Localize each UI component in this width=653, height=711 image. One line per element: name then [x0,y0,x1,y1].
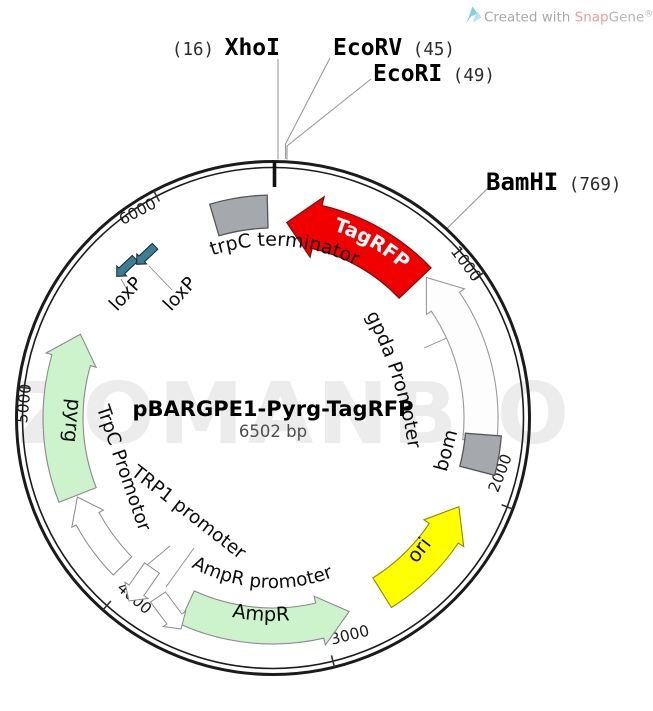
enzyme-label-bamhi: BamHI (769) [486,168,621,196]
tick-5000 [18,386,31,390]
feature-label-pyrg: pyrg [59,398,86,444]
enzyme-label-ecorv: EcoRV (45) [333,35,455,61]
plasmid-name: pBARGPE1-Pyrg-TagRFP [133,397,414,421]
snapgene-credit: Created with SnapGene® [466,6,653,26]
feature-trpc-terminator [208,194,269,237]
tick-label-5000: 5000 [13,383,35,424]
snapgene-icon-shape-1 [466,6,478,23]
tick-3000 [330,655,336,668]
feature-trpc-promotor [71,496,133,576]
feature-label-ampr: AmpR [231,599,290,626]
feature-tagrfp [285,195,432,300]
feature-ampr-promoter [149,591,187,630]
feature-loxp-2 [136,242,159,265]
feature-trp1-promoter [124,562,161,602]
leader-loxp-2 [148,265,173,291]
feature-gpda-promoter [425,276,499,445]
feature-shapes [42,194,502,647]
plasmid-size: 6502 bp [239,422,307,441]
snapgene-credit-text: Created with SnapGene® [484,10,653,26]
tick-1000 [473,271,485,280]
tick-6000 [153,190,161,202]
plasmid-ring-outer [15,160,531,676]
feature-pyrg [42,333,98,504]
feature-bom [459,432,502,477]
enzyme-labels: (16) XhoI EcoRV (45) EcoRI (49) BamHI (7… [172,35,622,196]
feature-label-ampr-promoter: AmpR promoter [189,553,336,593]
enzyme-label-ecori: EcoRI (49) [373,61,495,87]
feature-ampr [178,590,351,647]
snapgene-icon-shape-2 [472,11,482,23]
tick-2000 [501,504,514,510]
enzyme-leader-ecori [286,78,372,160]
snapgene-icon [466,6,482,23]
enzyme-leader-ecorv [284,57,331,159]
leader-ampr-promoter [165,547,195,588]
tick-marks [18,190,514,668]
leader-loxp-1 [120,278,130,294]
enzyme-leader-lines [277,57,489,229]
feature-loxp-1 [116,254,139,277]
feature-label-loxp-2: loxP [159,273,200,315]
feature-ori [372,505,465,609]
enzyme-label-xhoi: (16) XhoI [172,35,280,61]
feature-label-loxp-1: loxP [105,273,146,315]
enzyme-leader-bamhi [447,187,489,229]
tick-4000 [102,600,112,611]
